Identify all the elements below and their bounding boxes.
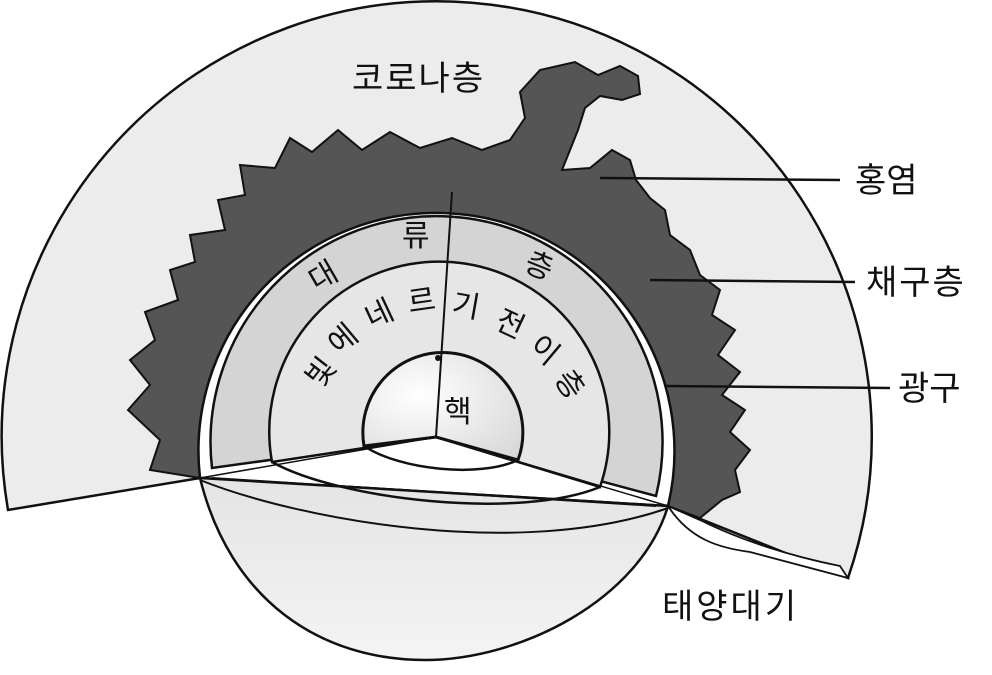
center-dot	[435, 355, 441, 361]
label-convection-char-2: 류	[402, 219, 430, 254]
label-photosphere: 광구	[898, 369, 961, 409]
cut-line-right	[435, 436, 669, 507]
cut-line-vertical	[435, 191, 453, 438]
label-radiative-char-5: 기	[449, 286, 483, 327]
label-core: 핵	[444, 395, 472, 430]
label-solar-atmosphere: 태양대기	[662, 587, 800, 627]
core	[361, 351, 525, 462]
cut-line-left	[199, 436, 437, 479]
cut-band-convection	[271, 460, 601, 505]
atmosphere-strip	[665, 503, 851, 580]
lower-cut-surface	[198, 476, 670, 662]
leader-prominence	[599, 176, 841, 182]
cut-band-photosphere	[211, 477, 657, 507]
label-corona: 코로나층	[352, 59, 486, 99]
leader-chromosphere	[649, 278, 856, 284]
label-prominence: 홍염	[855, 161, 918, 201]
label-radiative-char-4: 르	[405, 282, 438, 321]
cut-band-outer	[199, 479, 669, 534]
cut-band-radiative	[363, 444, 519, 472]
leader-photosphere	[664, 384, 891, 390]
label-chromosphere: 채구층	[866, 263, 966, 303]
